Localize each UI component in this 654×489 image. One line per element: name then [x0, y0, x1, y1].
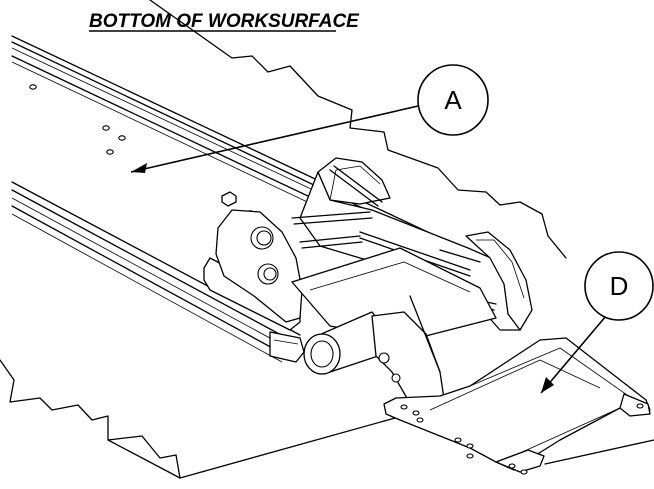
keyboard-platform — [383, 337, 651, 475]
callout-a-arrowhead — [131, 163, 147, 173]
worksurface-front-edge — [107, 417, 654, 479]
callout-d-arrowhead — [541, 377, 554, 393]
callout-a-leader — [130, 105, 419, 173]
worksurface-break-line-left — [0, 359, 181, 479]
diagram-title: BOTTOM OF WORKSURFACE — [89, 11, 360, 32]
callout-d-leader — [540, 315, 607, 394]
right-side-bracket — [409, 231, 533, 373]
callout-d: D — [540, 251, 654, 394]
worksurface-break-line-top — [149, 0, 567, 259]
callout-a-label: A — [444, 85, 462, 115]
callout-a-circle — [417, 64, 489, 136]
callout-a: A — [130, 64, 489, 173]
callout-d-circle — [584, 251, 654, 321]
keyboard-mechanism — [203, 157, 529, 423]
callout-d-label: D — [610, 271, 629, 301]
